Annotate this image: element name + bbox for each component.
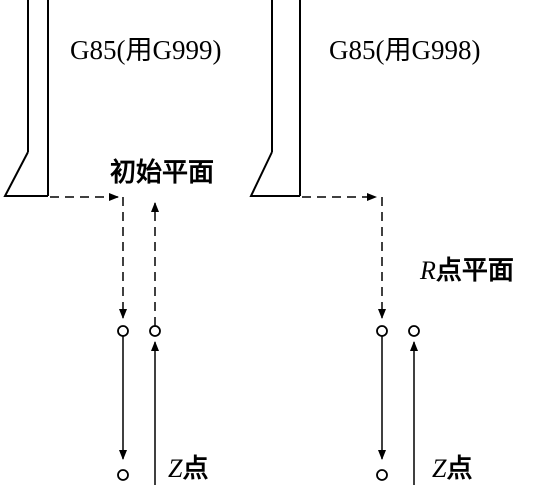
initial-plane-label: 初始平面 bbox=[110, 158, 215, 188]
r-plane-label: R点平面 bbox=[420, 256, 514, 286]
right-z-point-label: Z点 bbox=[432, 454, 473, 484]
left-r-point-up bbox=[149, 325, 161, 337]
right-tool bbox=[249, 0, 301, 197]
right-r-point-down bbox=[376, 325, 388, 337]
right-r-point-up bbox=[408, 325, 420, 337]
right-cycle-label: G85(用G998) bbox=[329, 35, 481, 65]
left-z-suffix: 点 bbox=[182, 454, 209, 484]
left-r-point-down bbox=[117, 325, 129, 337]
r-letter: R bbox=[420, 256, 436, 285]
right-z-letter: Z bbox=[432, 454, 447, 483]
left-z-letter: Z bbox=[168, 454, 183, 483]
left-tool bbox=[3, 0, 49, 197]
r-plane-suffix: 点平面 bbox=[435, 256, 514, 286]
left-z-point-label: Z点 bbox=[168, 454, 209, 484]
left-cycle-label: G85(用G999) bbox=[70, 35, 222, 65]
right-z-point bbox=[376, 469, 388, 481]
right-z-suffix: 点 bbox=[446, 454, 473, 484]
left-z-point bbox=[117, 469, 129, 481]
